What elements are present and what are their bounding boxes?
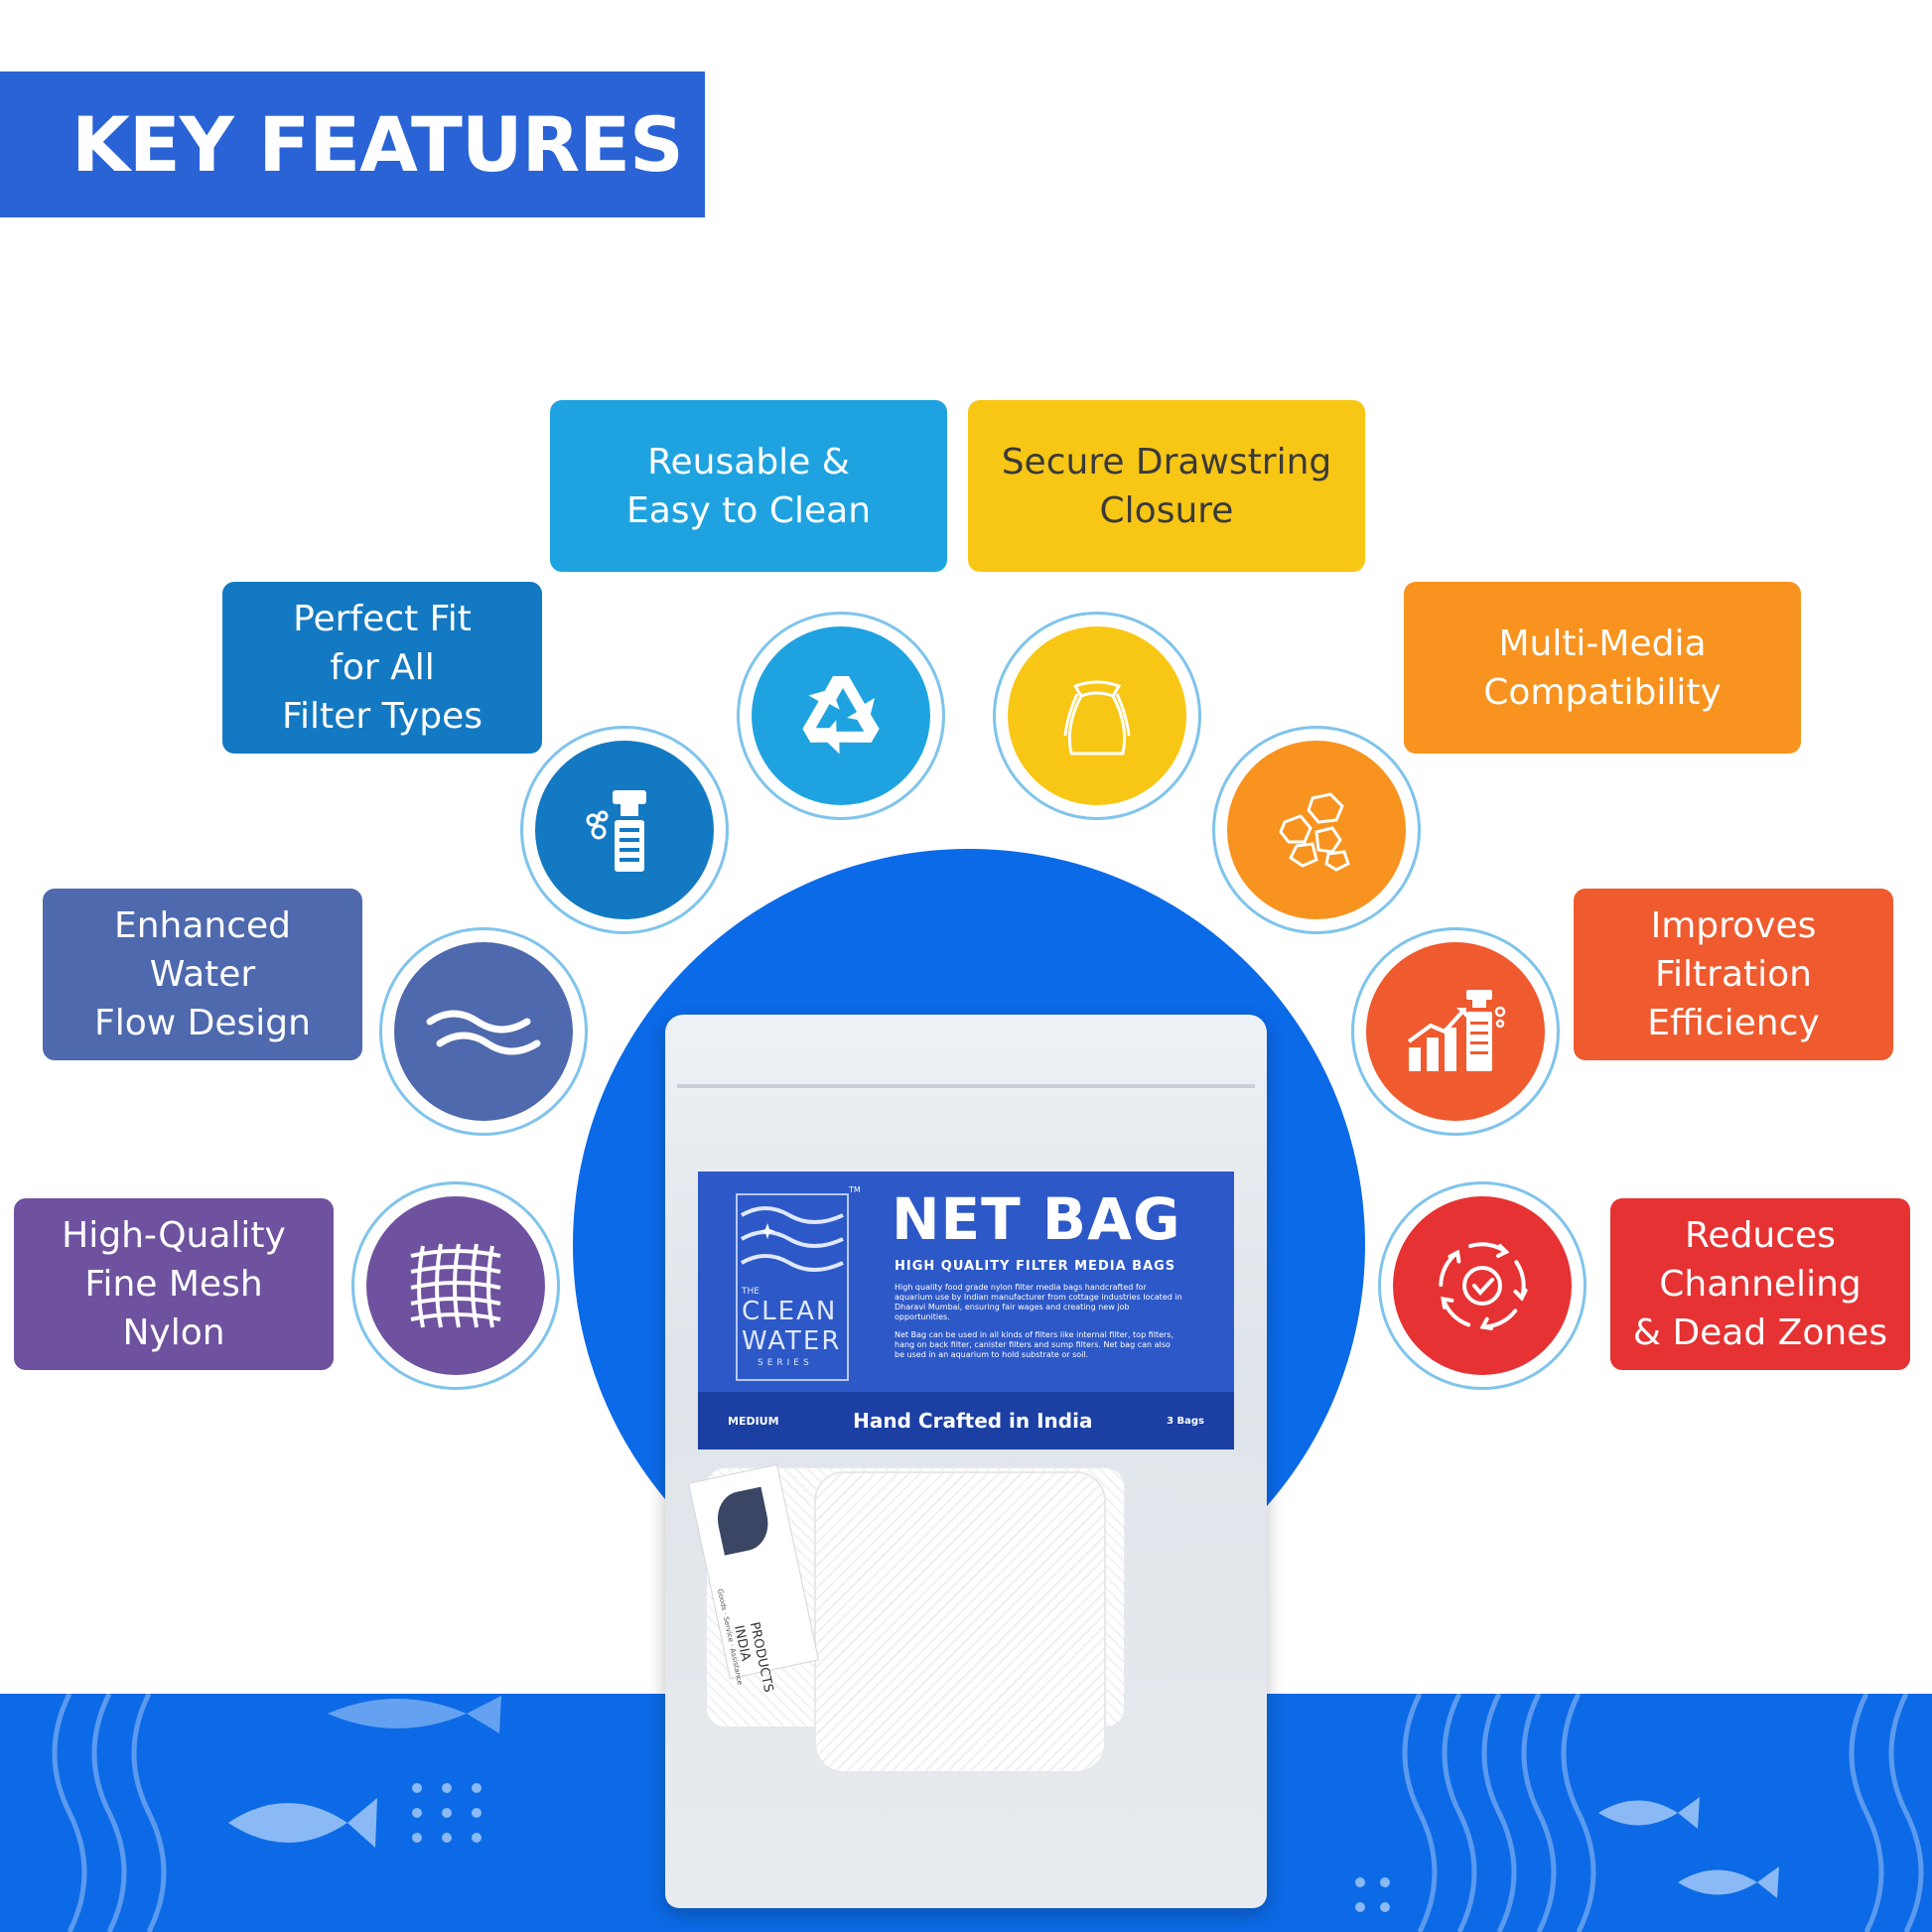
feature-mesh-text: High-Quality Fine Mesh Nylon <box>62 1215 286 1353</box>
logo-the: THE <box>742 1287 759 1297</box>
recycle-icon <box>752 626 930 805</box>
count-label: 3 Bags <box>1167 1415 1204 1427</box>
mesh-bag <box>814 1471 1106 1773</box>
product-title: NET BAG <box>892 1185 1181 1253</box>
feature-channeling-text: Reduces Channeling & Dead Zones <box>1632 1215 1888 1353</box>
filter-icon <box>535 741 714 919</box>
product-description-2: Net Bag can be used in all kinds of filt… <box>895 1330 1174 1359</box>
cycle-check-icon <box>1393 1196 1572 1375</box>
logo-water: WATER <box>742 1326 842 1356</box>
drawstring-bag-icon <box>1008 626 1186 805</box>
product-label: THE CLEAN WATER SERIES NET BAG TM HIGH Q… <box>698 1172 1234 1449</box>
product-subtitle: HIGH QUALITY FILTER MEDIA BAGS <box>895 1259 1176 1274</box>
feature-reusable: Reusable & Easy to Clean <box>550 400 947 572</box>
product-description-1: High quality food grade nylon filter med… <box>895 1283 1182 1321</box>
feature-mesh: High-Quality Fine Mesh Nylon <box>14 1198 334 1370</box>
wave-logo-icon <box>740 1206 844 1272</box>
logo-clean: CLEAN <box>742 1297 838 1326</box>
tag-leaf-icon <box>712 1486 773 1556</box>
product-pouch: THE CLEAN WATER SERIES NET BAG TM HIGH Q… <box>665 1015 1267 1908</box>
label-band: MEDIUM Hand Crafted in India 3 Bags <box>698 1392 1234 1449</box>
page-title: KEY FEATURES <box>71 100 684 189</box>
feature-multi-media: Multi-Media Compatibility <box>1404 582 1801 754</box>
key-features-banner: KEY FEATURES <box>0 71 705 217</box>
water-flow-icon <box>394 942 573 1121</box>
pouch-zipper <box>677 1084 1255 1088</box>
feature-drawstring-text: Secure Drawstring Closure <box>1001 441 1332 531</box>
logo-series: SERIES <box>758 1358 813 1368</box>
feature-multi-media-text: Multi-Media Compatibility <box>1483 622 1722 713</box>
sea-decoration <box>52 1694 1924 1932</box>
trademark-symbol: TM <box>849 1185 861 1194</box>
efficiency-chart-icon <box>1366 942 1545 1121</box>
feature-water-flow: Enhanced Water Flow Design <box>43 889 362 1060</box>
mesh-icon <box>366 1196 545 1375</box>
feature-efficiency-text: Improves Filtration Efficiency <box>1647 905 1820 1043</box>
feature-efficiency: Improves Filtration Efficiency <box>1574 889 1893 1060</box>
feature-drawstring: Secure Drawstring Closure <box>968 400 1365 572</box>
feature-perfect-fit: Perfect Fit for All Filter Types <box>222 582 542 754</box>
size-label: MEDIUM <box>728 1414 779 1428</box>
feature-perfect-fit-text: Perfect Fit for All Filter Types <box>281 599 483 737</box>
feature-reusable-text: Reusable & Easy to Clean <box>625 441 872 531</box>
feature-water-flow-text: Enhanced Water Flow Design <box>94 905 311 1043</box>
made-in-label: Hand Crafted in India <box>853 1409 1093 1433</box>
feature-channeling: Reduces Channeling & Dead Zones <box>1610 1198 1910 1370</box>
clean-water-logo: THE CLEAN WATER SERIES <box>736 1193 849 1381</box>
filter-media-icon <box>1227 741 1406 919</box>
